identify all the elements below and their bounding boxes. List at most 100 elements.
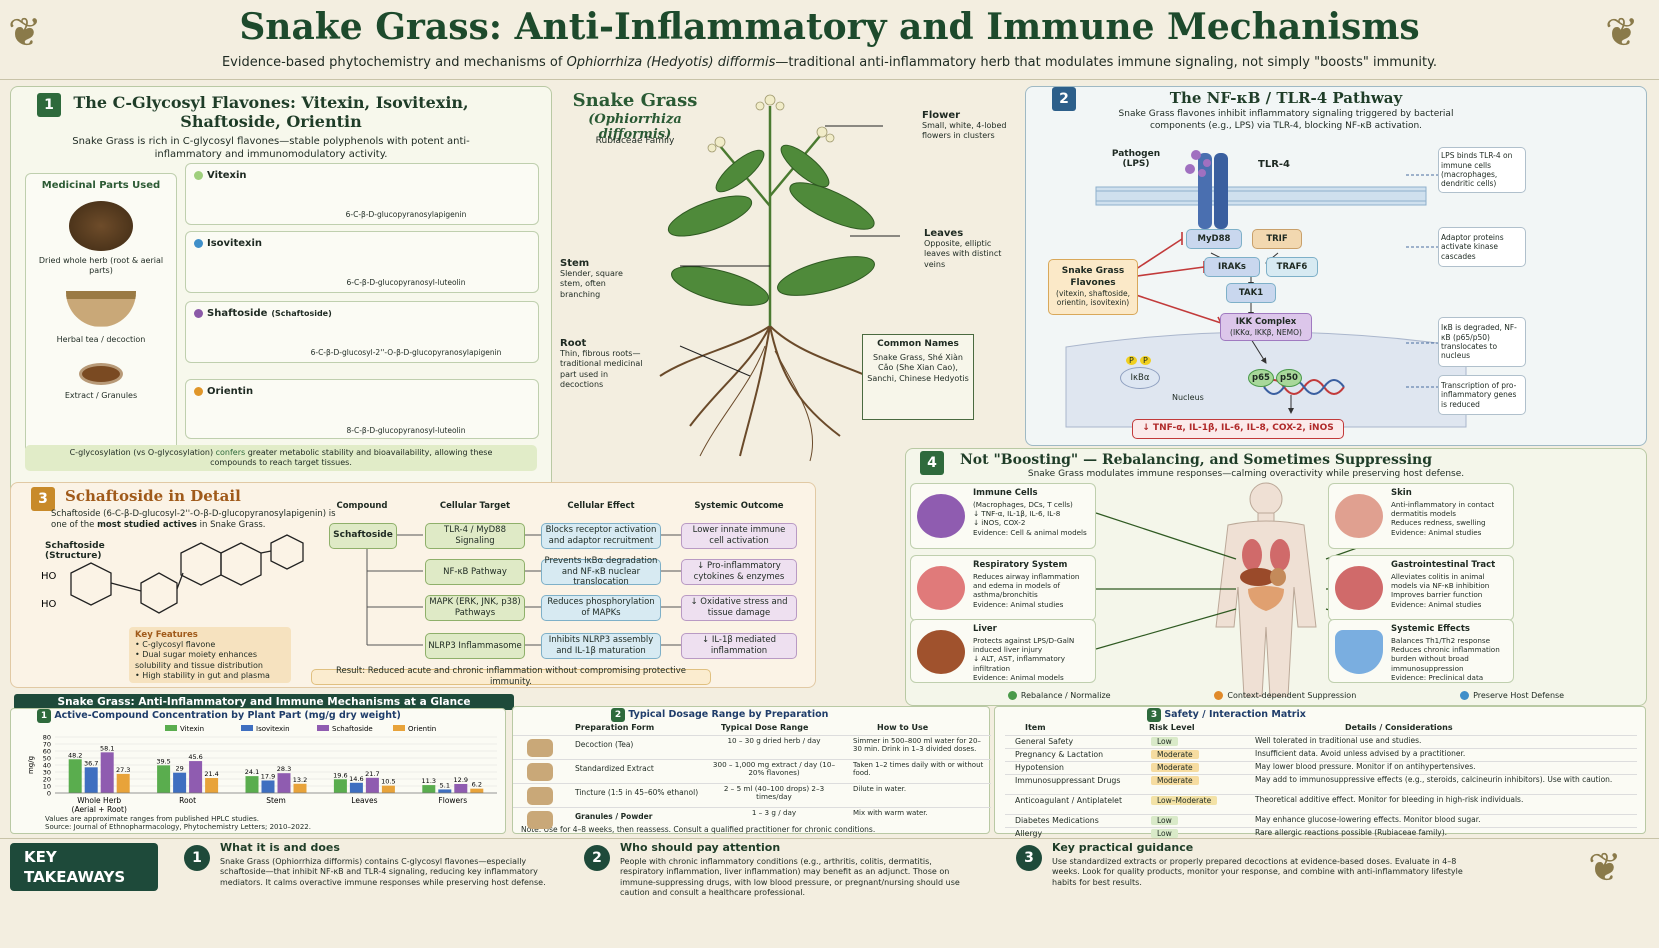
safety-item: Diabetes Medications [1015, 816, 1099, 825]
section-title-l2: Shaftoside, Orientin [180, 112, 362, 131]
dosage-form: Standardized Extract [575, 764, 654, 773]
safety-col-header: Item [1025, 723, 1046, 732]
safety-row: General Safety Low Well tolerated in tradi… [1005, 735, 1637, 748]
risk-level-badge: Low [1151, 737, 1178, 746]
risk-level-badge: Low [1151, 816, 1178, 825]
organ-details: Protects against LPS/D-GalN induced live… [973, 636, 1093, 682]
section-title: The C-Glycosyl Flavones: Vitexin, Isovit… [71, 93, 471, 131]
dosage-col-header: How to Use [877, 723, 929, 732]
subtitle-pre: Evidence-based phytochemistry and mechan… [221, 55, 567, 70]
organ-detail-line: (Macrophages, DCs, T cells) [973, 500, 1073, 509]
root-label: Root Thin, fibrous roots—traditional med… [560, 338, 650, 391]
x-tick-label: Leaves [351, 796, 377, 805]
flow-header: Systemic Outcome [694, 501, 784, 511]
compound-dot-icon [194, 386, 203, 396]
nucleus-label: Nucleus [1172, 393, 1204, 402]
extract-jar-icon [527, 763, 553, 781]
bar-value-label: 11.3 [422, 777, 436, 785]
organ-title: Immune Cells [973, 488, 1038, 498]
risk-level-badge: Moderate [1151, 763, 1199, 772]
bar-value-label: 39.5 [156, 757, 170, 765]
bar [173, 772, 187, 793]
y-tick-label: 40 [43, 762, 51, 770]
takeaway-number: 2 [584, 845, 610, 871]
compound-name: Isovitexin [207, 238, 263, 249]
dosage-col-header: Typical Dose Range [721, 723, 809, 732]
risk-level-badge: Moderate [1151, 776, 1199, 785]
pathway-note: Adaptor proteins activate kinase cascade… [1438, 227, 1526, 267]
plant-latin: (Ophiorrhiza difformis) [588, 112, 682, 142]
bar [422, 785, 436, 793]
parts-title: Medicinal Parts Used [41, 180, 161, 191]
header: ❦ ❦ Snake Grass: Anti-Inflammatory and I… [0, 0, 1659, 80]
dosage-row: Decoction (Tea)10 – 30 g dried herb / da… [513, 735, 991, 759]
body-figure [1215, 482, 1317, 697]
leaves-desc: Opposite, elliptic leaves with distinct … [924, 239, 1002, 269]
section-intro: Snake Grass modulates immune responses—c… [1027, 469, 1465, 479]
bar [100, 752, 114, 793]
bar-value-label: 19.6 [333, 771, 347, 779]
common-names-title: Common Names [877, 339, 959, 349]
organ-details: Anti-inflammatory in contact dermatitis … [1391, 500, 1511, 537]
bar-value-label: 5.1 [440, 781, 450, 789]
bar-value-label: 29 [175, 765, 183, 773]
dosage-heading: 2 Typical Dosage Range by Preparation [611, 708, 828, 722]
part-item: Extract / Granules [64, 391, 138, 401]
flow-effect: Prevents IκBα degradation and NF-κB nucl… [541, 556, 661, 587]
iraks-node: IRAKs [1204, 257, 1260, 277]
immune-cell-icon [917, 494, 965, 538]
bar-value-label: 27.3 [116, 766, 130, 774]
dosage-usage: Taken 1–2 times daily with or without fo… [853, 761, 984, 778]
safety-item: General Safety [1015, 737, 1074, 746]
section-number: 2 [1052, 87, 1076, 111]
bar [245, 776, 259, 793]
page-subtitle: Evidence-based phytochemistry and mechan… [0, 55, 1659, 70]
section-title-l1: The C-Glycosyl Flavones: Vitexin, Isovit… [73, 93, 469, 112]
organ-detail-line: Evidence: Animal studies [1391, 599, 1482, 609]
lps-text: (LPS) [1122, 159, 1150, 169]
flower-label: Flower Small, white, 4-lobed flowers in … [922, 110, 1017, 142]
legend-label: Schaftoside [332, 725, 373, 733]
safety-title: Safety / Interaction Matrix [1164, 709, 1306, 720]
plant-title: Snake Grass [572, 90, 698, 111]
tea-bowl-icon [66, 290, 136, 327]
glycosylation-note: C-glycosylation (vs O-glycosylation) con… [25, 445, 537, 471]
lungs-icon [917, 566, 965, 610]
dosage-col-header: Preparation Form [575, 723, 655, 732]
bar [205, 778, 219, 793]
chart-number: 1 [37, 709, 51, 723]
section-flavones: 1 The C-Glycosyl Flavones: Vitexin, Isov… [10, 86, 552, 499]
safety-panel: 3 Safety / Interaction Matrix Item Risk … [994, 706, 1646, 838]
y-tick-label: 10 [43, 783, 51, 791]
key-feature: • Dual sugar moiety enhances solubility … [135, 650, 263, 670]
intro-bold: most studied actives [97, 520, 197, 531]
safety-heading: 3 Safety / Interaction Matrix [1147, 708, 1306, 722]
flow-arrows [366, 534, 681, 646]
section-intro: Snake Grass flavones inhibit inflammator… [1118, 109, 1454, 131]
organ-detail-line: Protects against LPS/D-GalN induced live… [973, 636, 1075, 655]
key-feature: • C-glycosyl flavone [135, 640, 216, 649]
flavones-node: Snake Grass Flavones(vitexin, shaftoside… [1048, 259, 1138, 315]
takeaway-number: 1 [184, 845, 210, 871]
bar [261, 780, 275, 793]
part-item: Dried whole herb (root & aerial parts) [38, 256, 164, 276]
safety-details: Well tolerated in traditional use and st… [1255, 736, 1422, 745]
compound-header: Isovitexin [194, 238, 266, 249]
y-tick-label: 30 [43, 769, 51, 777]
bar [454, 783, 468, 793]
organ-detail-line: Evidence: Animal studies [1391, 527, 1482, 537]
organ-title: Systemic Effects [1391, 624, 1470, 634]
organ-detail-line: Alleviates colitis in animal models via … [1391, 572, 1490, 591]
safety-item: Anticoagulant / Antiplatelet [1015, 796, 1123, 805]
compound-header: Orientin [194, 386, 257, 397]
compound-name: Orientin [207, 386, 254, 397]
flow-effect: Reduces phosphorylation of MAPKs [541, 595, 661, 621]
svg-text:HO: HO [41, 571, 57, 582]
trif-node: TRIF [1252, 229, 1302, 249]
